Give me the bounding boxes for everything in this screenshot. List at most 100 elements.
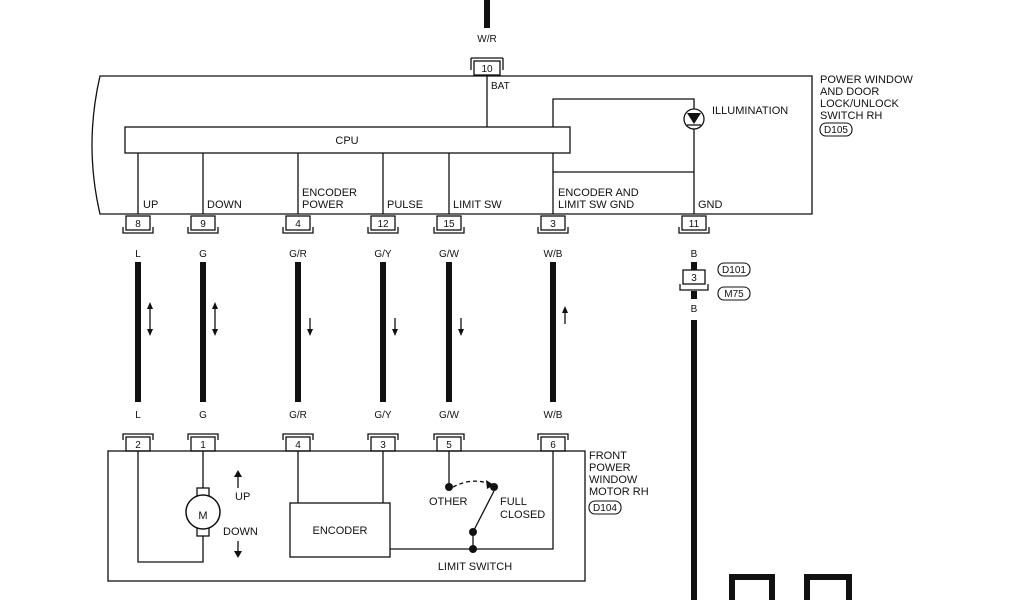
wire-1-arrow-icon — [212, 302, 218, 336]
wire-3 — [380, 262, 386, 402]
limit-switch-blade — [472, 490, 495, 533]
motor-pin-6-connector-number: 6 — [550, 440, 556, 451]
switch-pin-4-connector: 4 — [282, 215, 314, 234]
limit-switch-label: LIMIT SWITCH — [438, 561, 512, 573]
motor-connectors: 2 1 4 3 5 6 — [122, 433, 569, 452]
bat-label: BAT — [491, 81, 510, 92]
wire-1-color-top: G — [199, 249, 207, 260]
full-closed-label-2: CLOSED — [500, 509, 545, 521]
svg-text:POWER: POWER — [589, 462, 631, 474]
top-wire-group: W/R 10 BAT — [470, 0, 510, 92]
ground-color-bottom: B — [691, 304, 698, 315]
switch-module-outline — [91, 75, 813, 215]
motor-pin-1-connector: 1 — [187, 433, 219, 452]
switch-module-title: POWER WINDOW AND DOOR LOCK/UNLOCK SWITCH… — [819, 74, 913, 137]
svg-text:LOCK/UNLOCK: LOCK/UNLOCK — [820, 98, 900, 110]
ground-wire — [691, 320, 697, 600]
cpu-label: CPU — [335, 135, 358, 147]
switch-pin-labels: UP DOWN ENCODER POWER PULSE LIMIT SW ENC… — [143, 187, 723, 211]
svg-text:GND: GND — [698, 199, 723, 211]
pin-10-box — [473, 60, 501, 76]
switch-connector-badge: D105 — [824, 125, 848, 136]
wire-2 — [295, 262, 301, 402]
wire-1-color-bottom: G — [199, 410, 207, 421]
svg-text:AND DOOR: AND DOOR — [820, 86, 879, 98]
ground-connector-badge-2: M75 — [724, 289, 744, 300]
ground-branch: B 3 D101 M75 B — [679, 249, 751, 600]
svg-text:POWER WINDOW: POWER WINDOW — [820, 74, 913, 86]
svg-text:ENCODER AND: ENCODER AND — [558, 187, 639, 199]
svg-text:ENCODER: ENCODER — [302, 187, 357, 199]
motor-module-outline — [107, 450, 586, 582]
wire-5-color-top: W/B — [544, 249, 563, 260]
switch-pin-15-connector-number: 15 — [443, 219, 455, 230]
wire-3-color-bottom: G/Y — [374, 410, 392, 421]
top-wire — [484, 0, 490, 28]
motor-pin-2-connector: 2 — [122, 433, 154, 452]
switch-pin-11-connector-number: 11 — [689, 219, 700, 230]
switch-pin-9-connector-number: 9 — [200, 219, 206, 230]
svg-text:SWITCH RH: SWITCH RH — [820, 110, 882, 122]
wire-2-color-top: G/R — [289, 249, 307, 260]
motor-pin-5-connector: 5 — [433, 433, 465, 452]
wire-1 — [200, 262, 206, 402]
svg-text:DOWN: DOWN — [207, 199, 242, 211]
wire-0-color-top: L — [135, 249, 141, 260]
motor-pin-3-connector: 3 — [367, 433, 399, 452]
wire-4 — [446, 262, 452, 402]
wire-5-color-bottom: W/B — [544, 410, 563, 421]
svg-text:UP: UP — [143, 199, 158, 211]
svg-text:POWER: POWER — [302, 199, 344, 211]
illumination-label: ILLUMINATION — [712, 105, 788, 117]
wire-2-color-bottom: G/R — [289, 410, 307, 421]
down-label: DOWN — [223, 526, 258, 538]
wire-0-arrow-icon — [147, 302, 153, 336]
ground-pin-number: 3 — [691, 273, 697, 284]
svg-text:FRONT: FRONT — [589, 450, 627, 462]
motor-pin-1-connector-number: 1 — [200, 440, 206, 451]
switch-pin-8-connector: 8 — [122, 215, 154, 234]
wire-3-color-top: G/Y — [374, 249, 392, 260]
switch-pin-3-connector: 3 — [537, 215, 569, 234]
switch-connectors: 8 9 4 12 15 3 11 — [122, 215, 710, 234]
switch-pin-8-connector-number: 8 — [135, 219, 141, 230]
motor-connector-badge: D104 — [593, 503, 617, 514]
motor-pin-6-connector: 6 — [537, 433, 569, 452]
ground-connector-badge-1: D101 — [722, 265, 746, 276]
wire-4-arrow-icon — [458, 318, 464, 336]
switch-pin-4-connector-number: 4 — [295, 219, 301, 230]
full-closed-label-1: FULL — [500, 496, 527, 508]
illumination-led-icon — [683, 108, 705, 130]
switch-pin-9-connector: 9 — [187, 215, 219, 234]
motor-pin-3-connector-number: 3 — [380, 440, 386, 451]
wire-0-color-bottom: L — [135, 410, 141, 421]
switch-pin-12-connector: 12 — [367, 215, 399, 234]
switch-pin-15-connector: 15 — [433, 215, 465, 234]
svg-text:WINDOW: WINDOW — [589, 474, 638, 486]
motor-pin-5-connector-number: 5 — [446, 440, 452, 451]
svg-text:PULSE: PULSE — [387, 199, 423, 211]
encoder-label: ENCODER — [312, 525, 367, 537]
wire-5-arrow-icon — [562, 306, 568, 324]
switch-pin-11-connector: 11 — [678, 215, 710, 234]
svg-text:MOTOR RH: MOTOR RH — [589, 486, 649, 498]
motor-pin-4-connector: 4 — [282, 433, 314, 452]
motor-pin-2-connector-number: 2 — [135, 440, 141, 451]
svg-text:LIMIT SW GND: LIMIT SW GND — [558, 199, 634, 211]
motor-symbol: M — [198, 510, 207, 522]
switch-pin-12-connector-number: 12 — [377, 219, 389, 230]
wire-4-color-top: G/W — [439, 249, 460, 260]
wire-0 — [135, 262, 141, 402]
ground-pin-box — [682, 269, 706, 285]
other-label: OTHER — [429, 496, 468, 508]
partial-components — [729, 574, 852, 600]
top-wire-color: W/R — [477, 34, 496, 45]
cpu-block — [124, 126, 571, 154]
pin-10-number: 10 — [481, 64, 493, 75]
down-arrow-icon — [234, 551, 242, 558]
up-label: UP — [235, 491, 250, 503]
switch-pin-3-connector-number: 3 — [550, 219, 556, 230]
motor-module-title: FRONT POWER WINDOW MOTOR RH D104 — [588, 450, 649, 515]
